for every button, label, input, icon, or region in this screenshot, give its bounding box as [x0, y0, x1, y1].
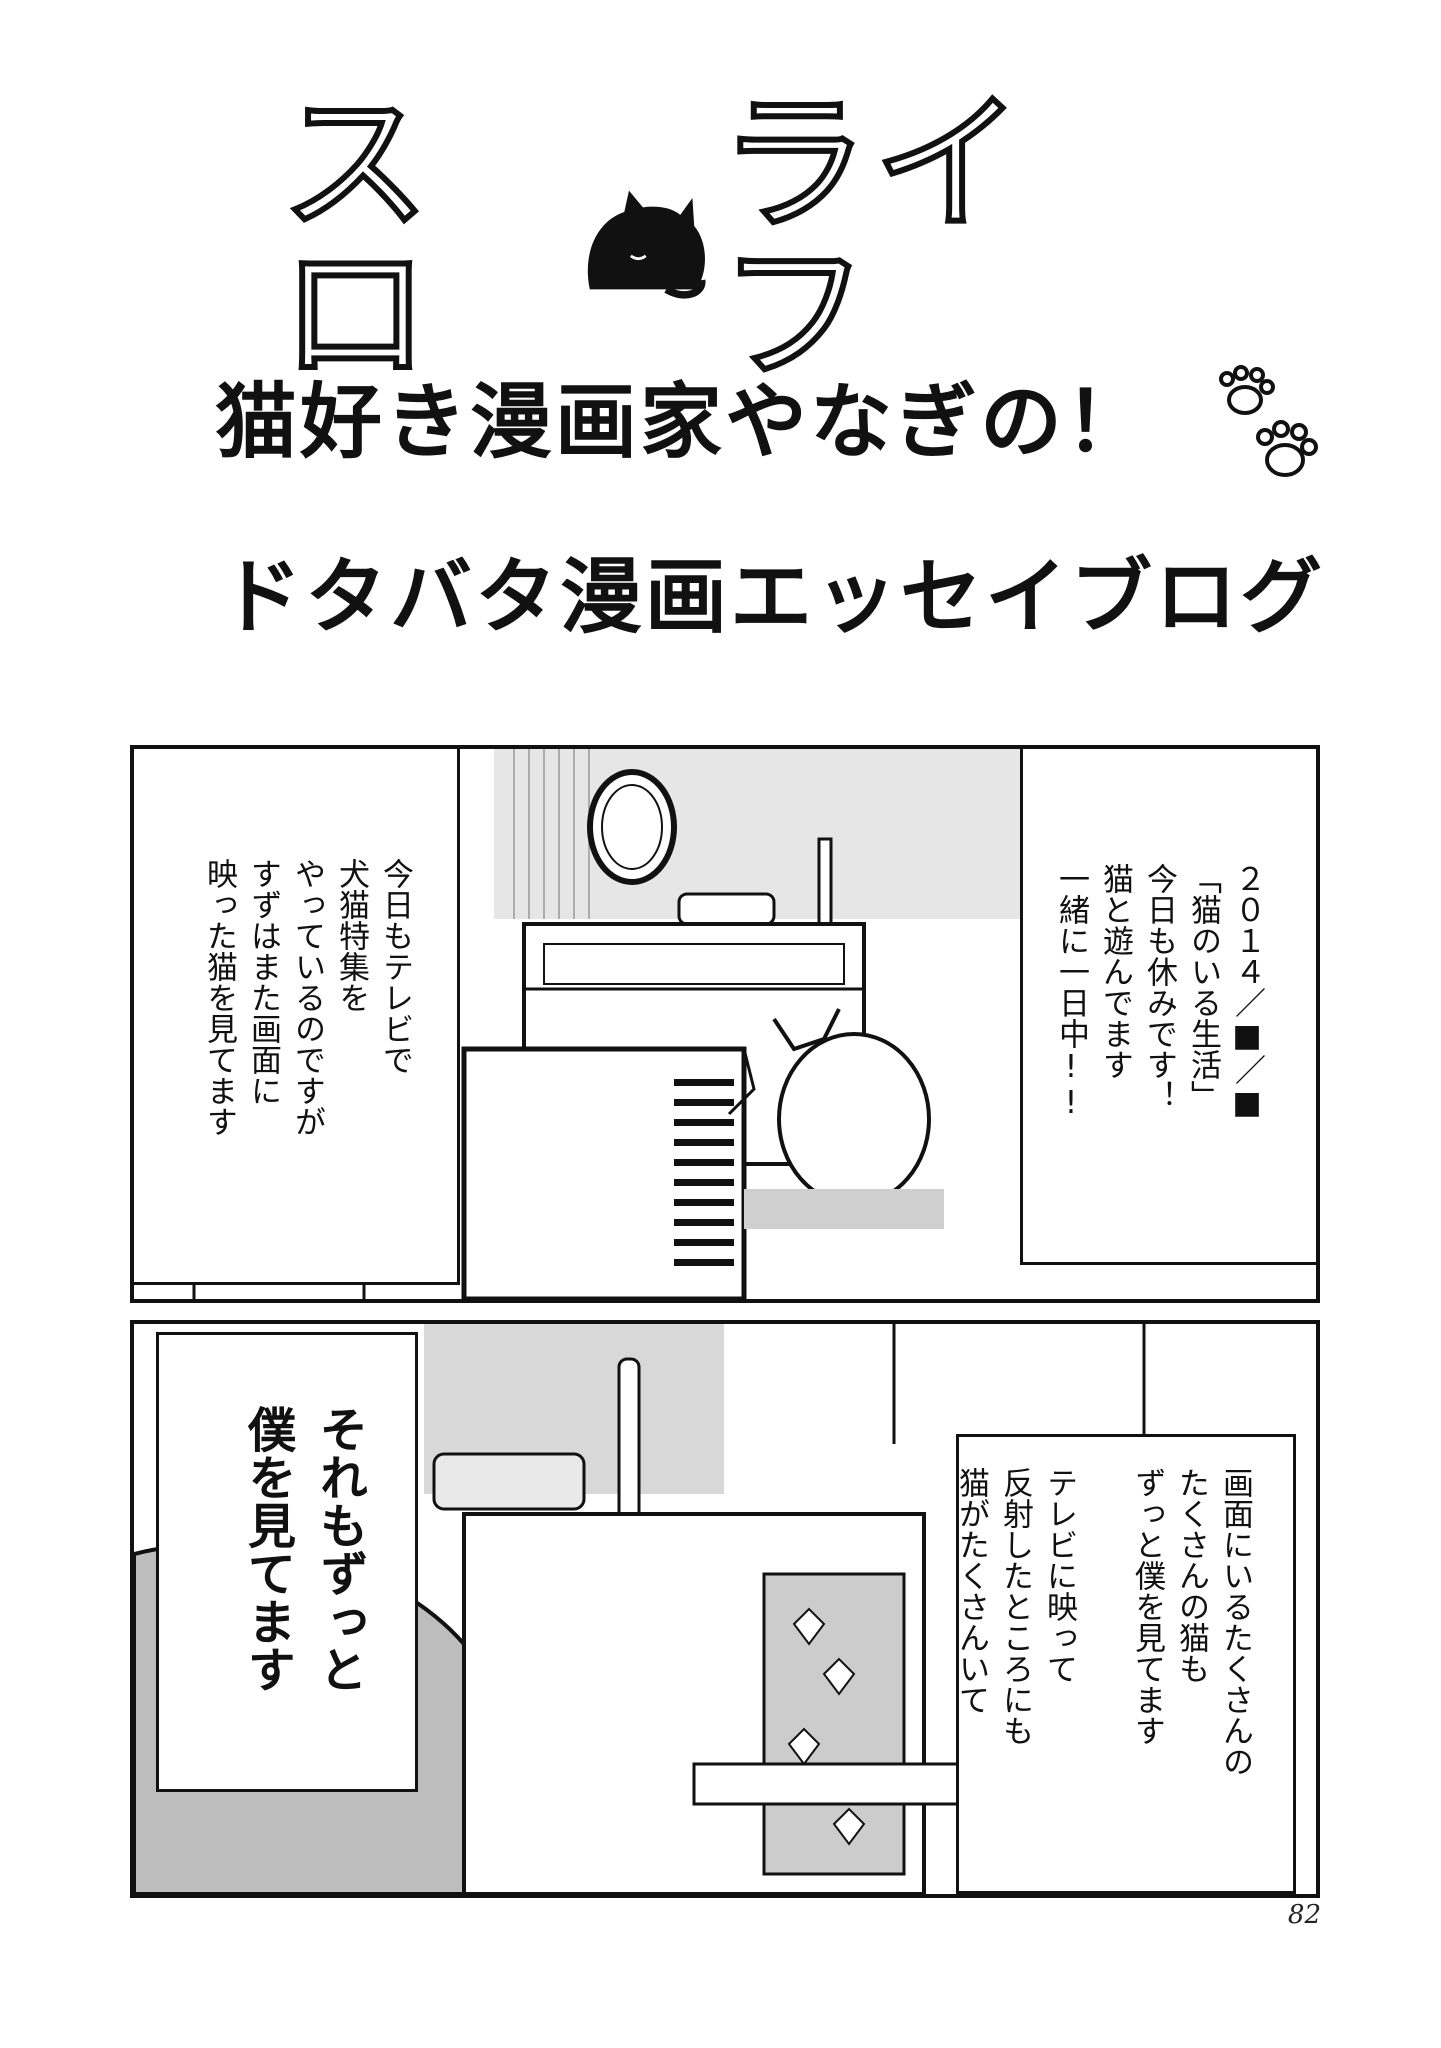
caption-line: 僕を見てます — [239, 1405, 295, 1693]
caption-line: やっているのですが — [289, 858, 325, 1137]
caption-heading: 「猫のいる生活」 — [1185, 863, 1221, 1111]
caption-line: 猫がたくさんいて — [953, 1467, 989, 1715]
caption-line: それもずっと — [311, 1405, 367, 1693]
caption-line: 猫と遊んでます — [1097, 863, 1133, 1080]
page-number: 82 — [1287, 1900, 1321, 1930]
caption-line: 反射したところにも — [997, 1467, 1033, 1746]
narration-box-right: ２０１４／■／■ 「猫のいる生活」 今日も休みです！ 猫と遊んでます 一緒に一日… — [1020, 749, 1316, 1265]
narration-box-left: 今日もテレビで 犬猫特集を やっているのですが すずはまた画面に 映った猫を見て… — [134, 749, 460, 1285]
paw-prints-icon — [1219, 365, 1318, 477]
panel-1-illustration — [192, 749, 1034, 1299]
caption-line: ずっと僕を見てます — [1129, 1467, 1165, 1746]
caption-line: たくさんの猫も — [1173, 1467, 1209, 1684]
title-text-before: スロ — [277, 78, 435, 402]
caption-line: テレビに映って — [1041, 1467, 1077, 1684]
caption-line: 今日もテレビで — [377, 858, 413, 1075]
caption-line: すずはまた画面に — [245, 858, 281, 1106]
comic-panel-1: ２０１４／■／■ 「猫のいる生活」 今日も休みです！ 猫と遊んでます 一緒に一日… — [130, 745, 1320, 1303]
comic-panel-2: それもずっと 僕を見てます 画面にいるたくさんの たくさんの猫も ずっと僕を見て… — [130, 1320, 1320, 1898]
main-title: スロ ライフ — [277, 87, 1150, 393]
narration-box-left: それもずっと 僕を見てます — [156, 1332, 418, 1792]
subtitle-line2: ドタバタ漫画エッセイブログ — [220, 550, 1326, 645]
caption-line: 一緒に一日中!! — [1053, 863, 1089, 1121]
caption-line: 犬猫特集を — [333, 858, 369, 1013]
caption-spacer: ​ — [1081, 1467, 1125, 1891]
caption-line: 今日も休みです！ — [1141, 863, 1177, 1111]
caption-line: 画面にいるたくさんの — [1217, 1467, 1253, 1777]
title-block: スロ ライフ 猫好き漫画家やなぎの！ ドタバタ漫画エッセイブログ — [0, 0, 1441, 680]
narration-box-right: 画面にいるたくさんの たくさんの猫も ずっと僕を見てます ​ テレビに映って 反… — [953, 1434, 1296, 1894]
subtitle-line1: 猫好き漫画家やなぎの！ — [215, 375, 1151, 470]
caption-date: ２０１４／■／■ — [1229, 863, 1265, 1121]
title-text-after: ライフ — [716, 78, 1028, 402]
caption-line: 映った猫を見てます — [201, 858, 237, 1137]
sleeping-black-cat-icon — [588, 190, 706, 299]
